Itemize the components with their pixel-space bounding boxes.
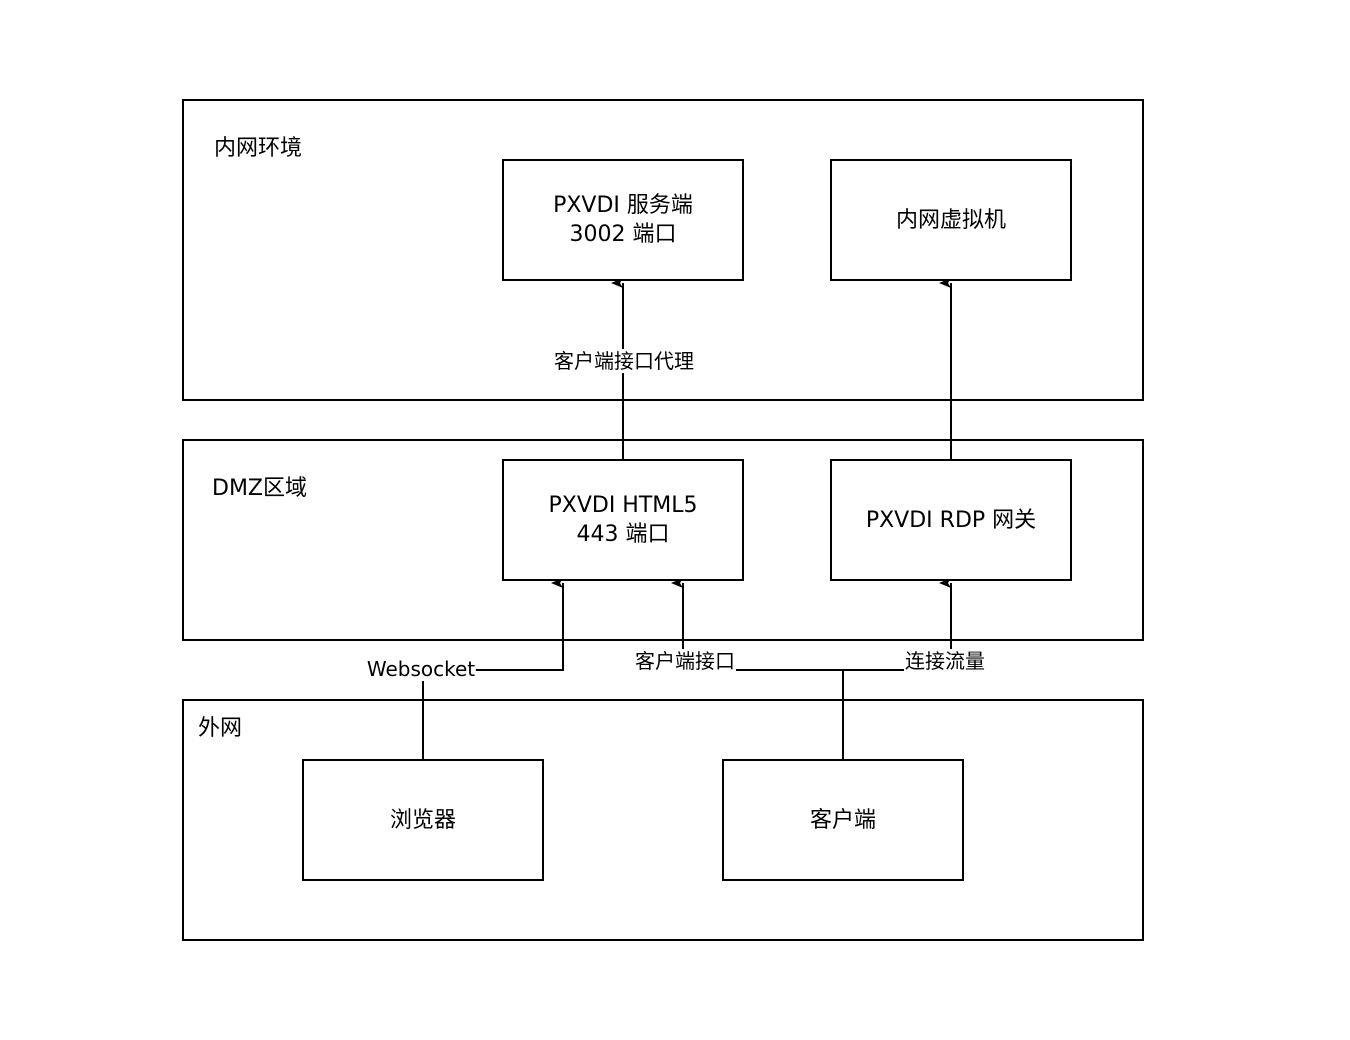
node-pxvdi-html5: PXVDI HTML5 443 端口 bbox=[502, 459, 744, 581]
node-browser-label: 浏览器 bbox=[389, 807, 456, 833]
edge-label-client-proxy: 客户端接口代理 bbox=[553, 349, 695, 373]
edge-label-websocket: Websocket bbox=[365, 657, 477, 681]
node-pxvdi-html5-line1: PXVDI HTML5 bbox=[548, 493, 698, 518]
node-pxvdi-server: PXVDI 服务端 3002 端口 bbox=[502, 159, 744, 281]
zone-intranet-label: 内网环境 bbox=[214, 136, 303, 161]
edge-label-client-api: 客户端接口 bbox=[634, 649, 736, 673]
node-pxvdi-rdp-gateway: PXVDI RDP 网关 bbox=[830, 459, 1072, 581]
edge-client-to-html5 bbox=[671, 578, 844, 760]
node-pxvdi-server-line2: 3002 端口 bbox=[569, 222, 677, 247]
node-intranet-vm: 内网虚拟机 bbox=[830, 159, 1072, 281]
edge-label-connection-traffic: 连接流量 bbox=[904, 649, 986, 673]
node-pxvdi-server-line1: PXVDI 服务端 bbox=[553, 193, 693, 218]
node-client-label: 客户端 bbox=[809, 807, 876, 833]
node-pxvdi-html5-line2: 443 端口 bbox=[576, 522, 670, 547]
node-intranet-vm-label: 内网虚拟机 bbox=[895, 207, 1006, 233]
edge-browser-to-html5 bbox=[422, 578, 564, 760]
zone-internet-label: 外网 bbox=[198, 716, 243, 741]
node-browser: 浏览器 bbox=[302, 759, 544, 881]
node-client: 客户端 bbox=[722, 759, 964, 881]
node-pxvdi-rdp-gateway-label: PXVDI RDP 网关 bbox=[865, 507, 1037, 533]
zone-dmz-label: DMZ区域 bbox=[212, 476, 307, 501]
